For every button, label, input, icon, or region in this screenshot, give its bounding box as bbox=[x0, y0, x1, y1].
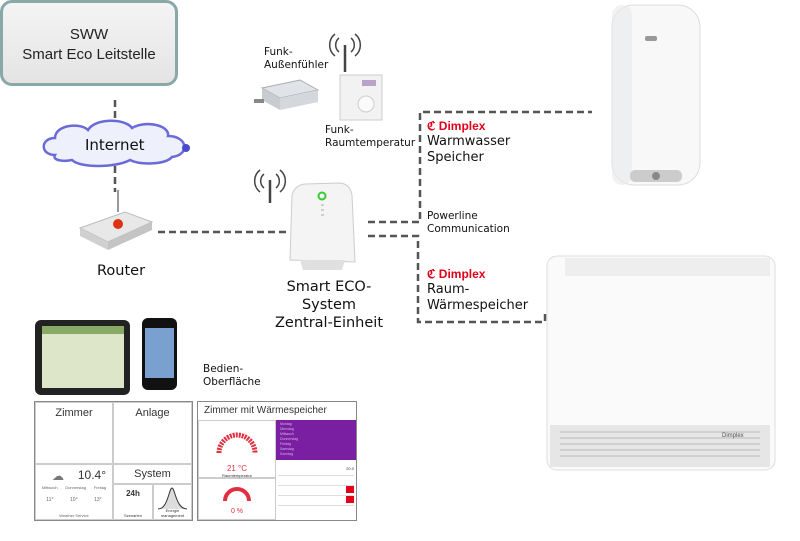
anlage-tile[interactable]: Anlage bbox=[113, 402, 192, 464]
room-line2: Raumtemperatur bbox=[325, 137, 416, 150]
outdoor-line2: Außenfühler bbox=[264, 59, 329, 72]
room-title: Zimmer mit Wärmespeicher bbox=[204, 405, 327, 416]
antenna-icon bbox=[253, 33, 362, 203]
internet-cloud bbox=[42, 119, 186, 168]
room-sensor-image bbox=[339, 74, 383, 121]
cloud-icon: ☁ bbox=[52, 469, 64, 483]
water-heater-image bbox=[611, 4, 701, 186]
phone-image bbox=[142, 318, 177, 390]
internet-label: Internet bbox=[85, 136, 145, 154]
system-tile[interactable]: System bbox=[113, 464, 192, 484]
room-sensor-label: Funk- Raumtemperatur bbox=[325, 124, 415, 150]
ui-label: Bedien- Oberfläche bbox=[203, 363, 261, 389]
boiler-line1: Warmwasser bbox=[427, 134, 511, 149]
heater-label: ℭ Dimplex Raum- Wärmespeicher bbox=[427, 267, 528, 315]
ui-line1: Bedien- bbox=[203, 363, 244, 375]
router-label: Router bbox=[97, 263, 146, 279]
line-central-heater bbox=[368, 234, 547, 324]
room-line1: Funk- bbox=[325, 124, 354, 136]
heater-badge: Dimplex bbox=[722, 433, 744, 439]
central-line2: Zentral-Einheit bbox=[274, 315, 384, 332]
dimplex-logo: ℭ Dimplex bbox=[427, 119, 486, 133]
boiler-label: ℭ Dimplex Warmwasser Speicher bbox=[427, 119, 510, 167]
storage-heater-image bbox=[546, 255, 776, 471]
outdoor-sensor-image bbox=[254, 79, 320, 110]
bell-curve-icon bbox=[157, 487, 188, 510]
leitstelle-box: SWW Smart Eco Leitstelle bbox=[0, 0, 178, 86]
central-unit-image bbox=[289, 182, 356, 270]
heater-line1: Raum- bbox=[427, 282, 470, 297]
dimplex-logo: ℭ Dimplex bbox=[427, 267, 486, 281]
percent-dial[interactable]: 0 % bbox=[198, 478, 276, 520]
outdoor-line1: Funk- bbox=[264, 46, 293, 58]
powerline-line1: Powerline bbox=[427, 210, 478, 222]
room-settings-list: 20.0 bbox=[278, 466, 354, 506]
ui-panel-room: Zimmer mit Wärmespeicher 21 °C Raumtempe… bbox=[197, 401, 357, 521]
heater-line2: Wärmespeicher bbox=[427, 298, 529, 314]
leitstelle-line2: Smart Eco Leitstelle bbox=[22, 46, 156, 64]
boiler-line2: Speicher bbox=[427, 150, 484, 166]
outdoor-sensor-label: Funk- Außenfühler bbox=[264, 46, 328, 72]
central-line1: Smart ECO-System bbox=[286, 279, 372, 314]
szenarien-tile[interactable]: 24h Szenarien bbox=[113, 484, 153, 520]
temperature-dial[interactable]: 21 °C Raumtemperatur bbox=[198, 420, 276, 478]
powerline-label: Powerline Communication bbox=[427, 210, 510, 236]
router-icon bbox=[78, 190, 154, 250]
central-label: Smart ECO-System Zentral-Einheit bbox=[268, 278, 390, 332]
leitstelle-line1: SWW bbox=[69, 26, 109, 43]
line-central-boiler bbox=[368, 110, 592, 224]
zimmer-tile[interactable]: Zimmer bbox=[35, 402, 113, 464]
ui-line2: Oberfläche bbox=[203, 376, 261, 389]
energy-tile[interactable]: Energie management bbox=[153, 484, 192, 520]
powerline-line2: Communication bbox=[427, 223, 510, 236]
tablet-image bbox=[35, 320, 130, 395]
